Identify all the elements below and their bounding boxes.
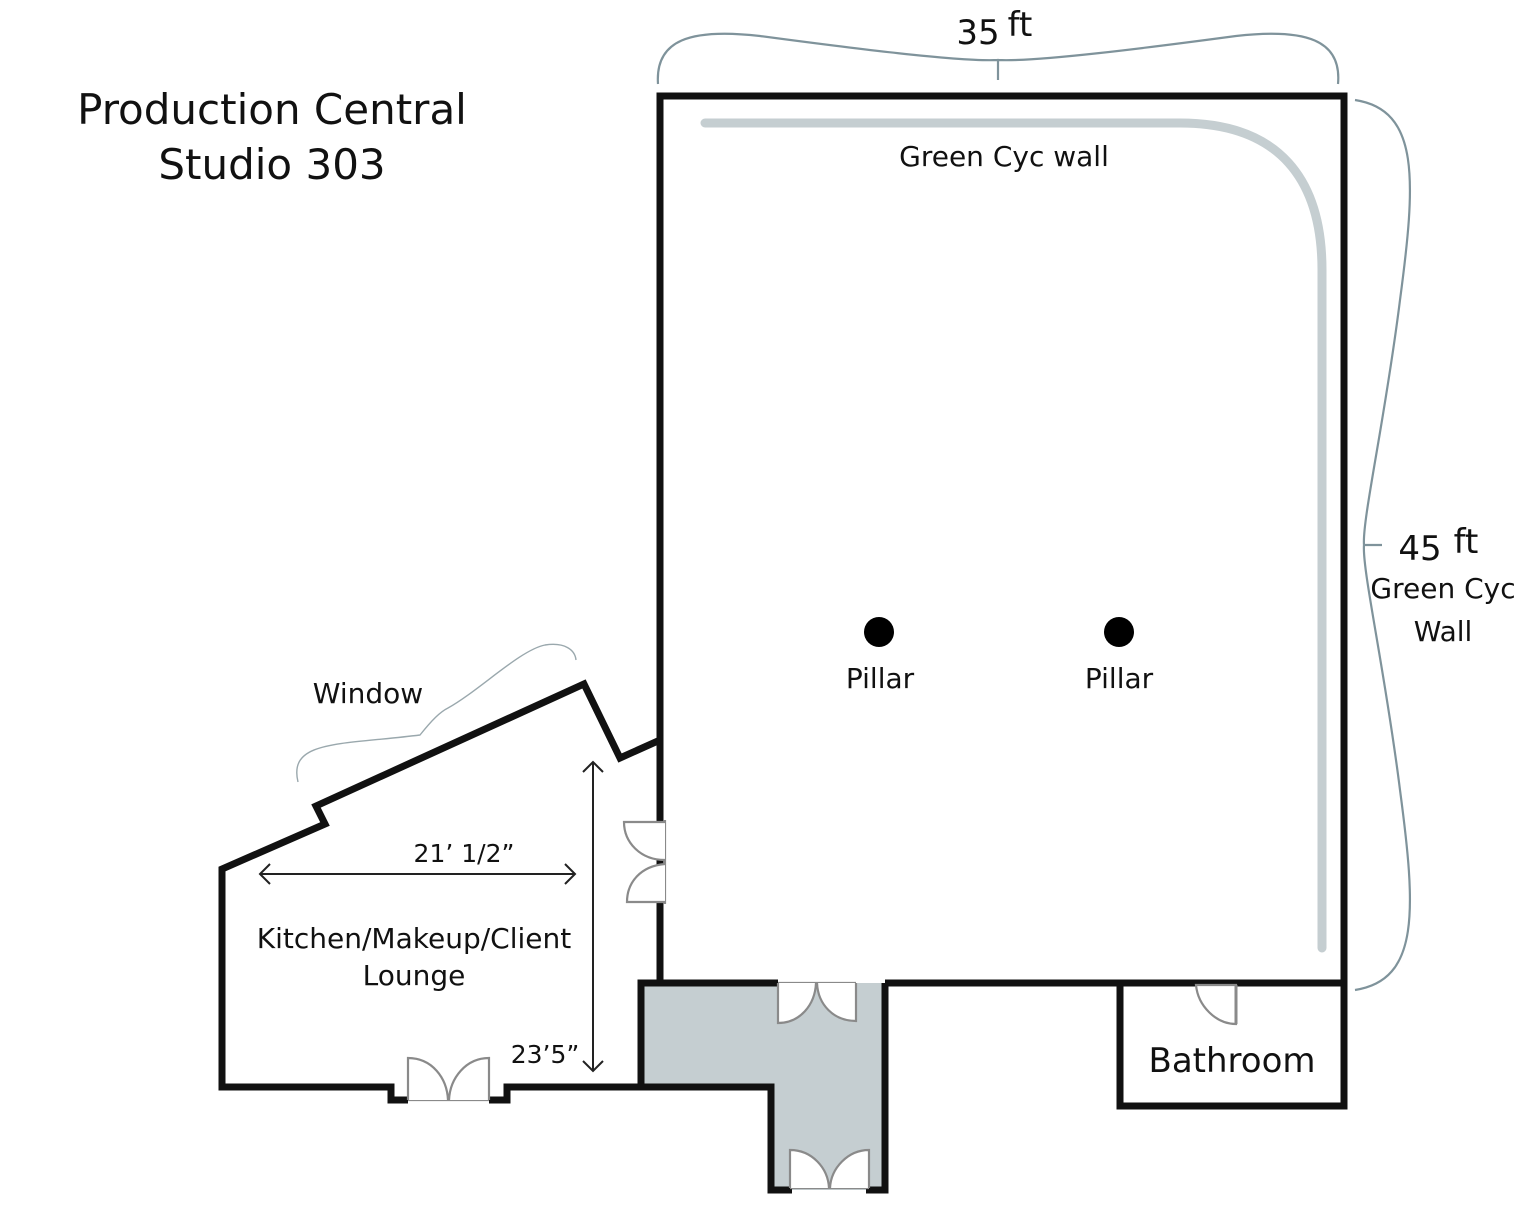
lounge-walls	[218, 679, 664, 1104]
studio-width-unit: ft	[1008, 5, 1033, 45]
bathroom-label: Bathroom	[1149, 1041, 1316, 1081]
green-cyc-wall	[700, 118, 1327, 953]
pillar-left-label: Pillar	[846, 662, 915, 695]
lounge-label-line-2: Lounge	[363, 959, 466, 992]
studio-depth-brace	[1354, 98, 1412, 992]
lounge-bottom-double-door[interactable]	[406, 1056, 491, 1102]
lounge-side-double-door[interactable]	[622, 820, 667, 904]
studio-walls	[656, 92, 1348, 987]
window-label: Window	[313, 677, 423, 710]
pillar-right-label: Pillar	[1085, 662, 1154, 695]
bathroom-door[interactable]	[1194, 983, 1238, 1026]
cyc-top-label: Green Cyc wall	[899, 140, 1109, 173]
studio-depth-value: 45	[1398, 529, 1441, 569]
lounge-depth-arrow	[582, 760, 604, 1073]
cyc-side-label-line-2: Wall	[1414, 615, 1473, 648]
lounge-depth-value: 23’5”	[511, 1040, 580, 1069]
corridor-walls	[637, 979, 889, 1194]
cyc-side-label-line-1: Green Cyc	[1370, 572, 1515, 605]
corridor-top-double-door[interactable]	[776, 981, 858, 1025]
lounge-width-value: 21’ 1/2”	[414, 839, 515, 868]
bathroom-walls	[1116, 983, 1348, 1110]
lounge-width-arrow	[258, 863, 577, 885]
studio-width-brace	[656, 32, 1340, 85]
lounge-label-line-1: Kitchen/Makeup/Client	[257, 922, 571, 955]
title-line-1: Production Central	[77, 85, 467, 134]
window-brace	[296, 643, 577, 783]
pillar-right	[1104, 617, 1134, 647]
title-line-2: Studio 303	[158, 140, 385, 189]
studio-depth-unit: ft	[1454, 522, 1479, 562]
corridor-bottom-double-door[interactable]	[788, 1148, 871, 1190]
pillar-left	[864, 617, 894, 647]
studio-width-value: 35	[956, 13, 999, 53]
